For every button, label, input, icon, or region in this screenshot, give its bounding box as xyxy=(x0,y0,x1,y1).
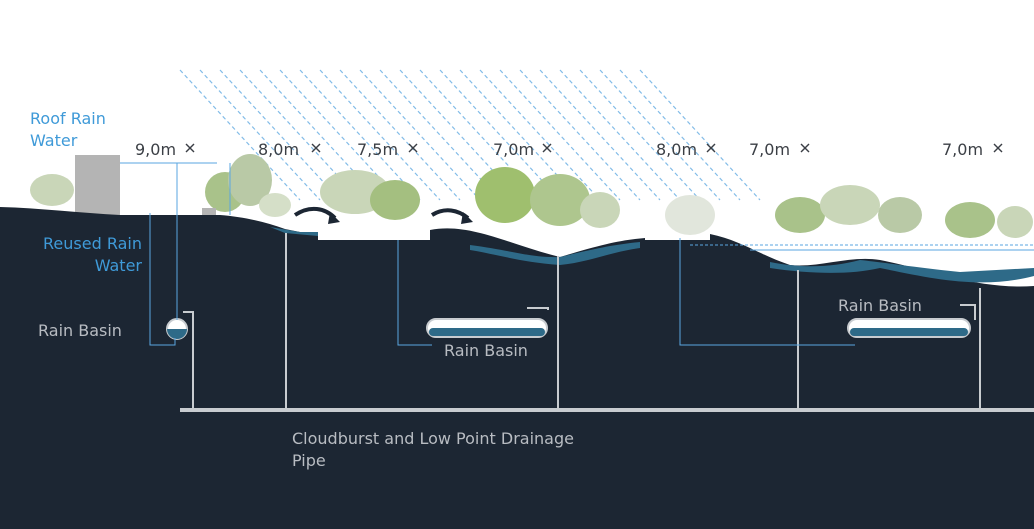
elevation-label: 7,0m xyxy=(493,140,535,159)
rain-lines xyxy=(179,69,761,201)
building xyxy=(75,155,120,215)
vertical-drains xyxy=(183,233,981,410)
vegetation xyxy=(30,154,1033,238)
drainage-pipe-label: Cloudburst and Low Point Drainage Pipe xyxy=(292,428,574,472)
reuse-lines xyxy=(149,163,855,346)
rain-basins xyxy=(166,318,971,340)
drainage-pipe-line1: Cloudburst and Low Point Drainage xyxy=(292,429,574,448)
small-shed xyxy=(202,208,216,218)
elevation-label: 9,0m xyxy=(135,140,177,159)
elevation-label: 7,5m xyxy=(357,140,399,159)
elevation-label: 8,0m xyxy=(258,140,300,159)
roof-rain-water-label: Roof Rain Water xyxy=(30,108,106,152)
water-bodies xyxy=(270,227,1034,283)
reference-lines xyxy=(120,162,1034,251)
flow-arrow-head-1 xyxy=(328,212,340,224)
reused-rain-water-line1: Reused Rain xyxy=(43,234,142,253)
elevation-label: 7,0m xyxy=(942,140,984,159)
flow-arrow-head-2 xyxy=(461,212,473,224)
reused-rain-water-label: Reused Rain Water xyxy=(40,233,142,277)
reused-rain-water-line2: Water xyxy=(94,256,142,275)
rain-basin-label-right: Rain Basin xyxy=(838,296,922,315)
rain-basin-label-mid: Rain Basin xyxy=(444,341,528,360)
roof-rain-water-line1: Roof Rain xyxy=(30,109,106,128)
rain-basin-label-left: Rain Basin xyxy=(38,321,122,340)
drainage-pipe-line2: Pipe xyxy=(292,451,326,470)
roof-rain-water-line2: Water xyxy=(30,131,78,150)
elevation-label: 8,0m xyxy=(656,140,698,159)
ground-section xyxy=(0,207,1034,529)
elevation-label: 7,0m xyxy=(749,140,791,159)
